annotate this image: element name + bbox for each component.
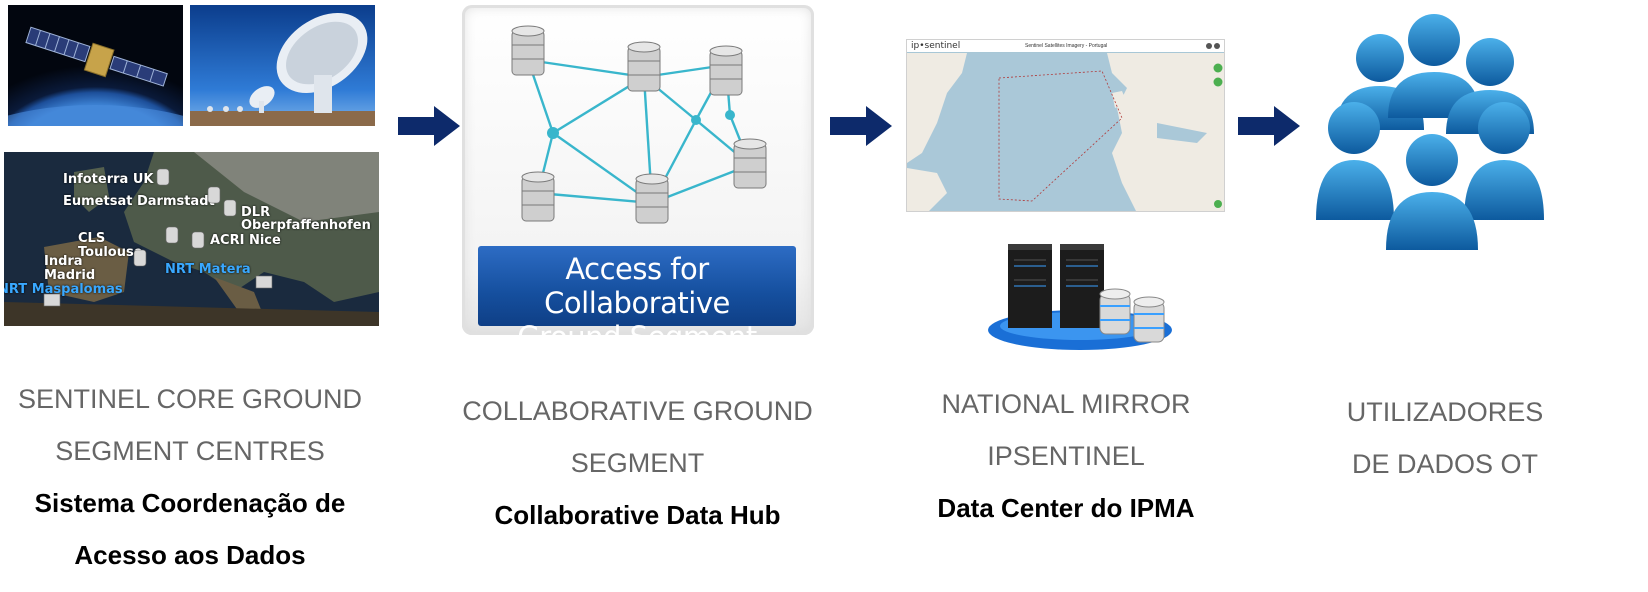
europe-map-image: Infoterra UK Eumetsat Darmstadt DLR Ober… (4, 152, 379, 326)
users-group-icon (1314, 10, 1550, 254)
map-screenshot: ip•sentinel Sentinel Satellites Imagery … (906, 39, 1225, 212)
caption-line: DE DADOS OT (1351, 449, 1539, 479)
map-label-indra: Indra (44, 254, 83, 269)
map-label-dlr: DLR (241, 205, 271, 220)
map-label-nrt-maspalomas: NRT Maspalomas (4, 282, 123, 297)
caption-users: UTILIZADORES DE DADOS OT (1330, 386, 1560, 490)
caption-line: SEGMENT CENTRES (55, 436, 325, 466)
caption-line: NATIONAL MIRROR (941, 389, 1191, 419)
caption-bold-line: Sistema Coordenação de (34, 488, 346, 518)
caption-line: SENTINEL CORE GROUND (17, 384, 363, 414)
hub-label-line1: Access for Collaborative (544, 252, 730, 320)
server-rack-icon (988, 230, 1172, 358)
right-arrow-icon (398, 106, 460, 146)
map-label-infoterra: Infoterra UK (63, 172, 154, 187)
app-header: ip•sentinel Sentinel Satellites Imagery … (907, 40, 1224, 52)
app-logo: ip•sentinel (911, 41, 961, 51)
caption-core-ground-segment: SENTINEL CORE GROUND SEGMENT CENTRES Sis… (0, 373, 380, 581)
map-label-madrid: Madrid (44, 268, 96, 283)
right-arrow-icon (830, 106, 892, 146)
caption-line: UTILIZADORES (1346, 397, 1544, 427)
map-label-toulouse: Toulouse (78, 245, 143, 260)
settings-icon[interactable] (1206, 43, 1212, 49)
caption-bold-line: Data Center do IPMA (937, 493, 1195, 523)
help-icon[interactable] (1214, 43, 1220, 49)
map-label-nrt-matera: NRT Matera (165, 262, 251, 277)
app-title: Sentinel Satellites Imagery - Portugal (1025, 43, 1108, 49)
caption-bold-line: Acesso aos Dados (74, 540, 306, 570)
caption-line: SEGMENT (570, 448, 705, 478)
map-label-cls: CLS (78, 231, 106, 246)
map-label-eumetsat: Eumetsat Darmstadt (63, 194, 215, 209)
right-arrow-icon (1238, 106, 1300, 146)
satellite-image (8, 5, 183, 126)
caption-bold-line: Collaborative Data Hub (494, 500, 781, 530)
map-label-oberpfaffenhofen: Oberpfaffenhofen (241, 218, 371, 233)
map-label-acri-nice: ACRI Nice (210, 233, 281, 248)
caption-collaborative-ground-segment: COLLABORATIVE GROUND SEGMENT Collaborati… (450, 385, 825, 541)
caption-national-mirror: NATIONAL MIRROR IPSENTINEL Data Center d… (910, 378, 1222, 534)
hub-label: Access for Collaborative Ground Segment (478, 246, 796, 354)
caption-line: COLLABORATIVE GROUND (462, 396, 813, 426)
radio-telescope-image (190, 5, 375, 126)
caption-line: IPSENTINEL (987, 441, 1145, 471)
hub-label-line2: Ground Segment (517, 320, 757, 354)
